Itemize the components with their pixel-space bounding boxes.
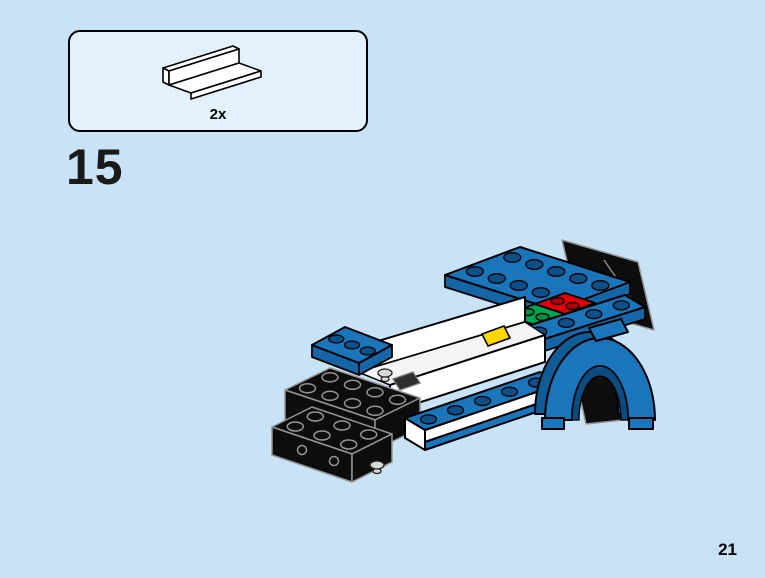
- connector-pin: [377, 368, 393, 383]
- dark-connector: [392, 371, 421, 391]
- technic-hole: [328, 455, 340, 467]
- yellow-insert: [480, 325, 512, 347]
- step-number: 15: [66, 139, 124, 195]
- connector-pin: [369, 460, 385, 475]
- white-panel-part: [162, 44, 262, 100]
- black-rear-bricks: [271, 367, 421, 483]
- part-quantity-label: 2x: [209, 105, 227, 123]
- front-blue-plate: [404, 371, 561, 451]
- assembly-illustration: [271, 239, 656, 483]
- part-thumbnail-icon: [162, 44, 262, 100]
- wheel-arch: [534, 318, 656, 430]
- page-number: 21: [718, 540, 737, 559]
- rear-blue-plate: [311, 326, 393, 376]
- parts-callout-box: 2x: [68, 30, 368, 132]
- technic-hole: [296, 444, 308, 456]
